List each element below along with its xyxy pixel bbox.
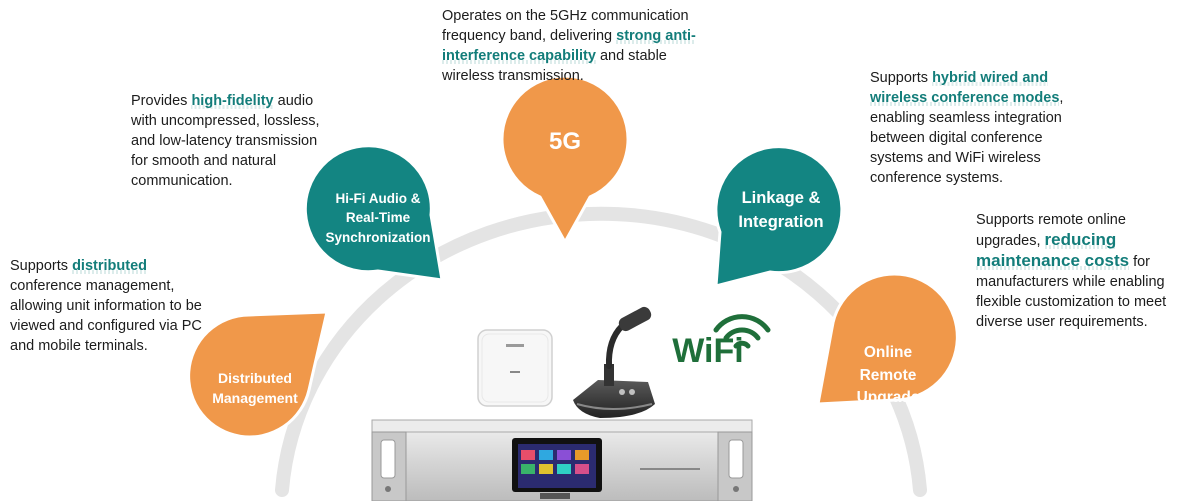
wifi-logo-text: WiFi — [672, 332, 743, 370]
label-line: Management — [212, 390, 298, 406]
label-line: Real-Time — [345, 210, 411, 226]
label-line: Synchronization — [325, 229, 431, 245]
desc-text: Supports — [870, 70, 933, 86]
pin-label-hifi: Hi-Fi Audio & Real-Time Synchronization — [310, 170, 446, 266]
wifi-logo: WiFi — [672, 314, 771, 370]
pin-label-online: Online Remote Upgrade — [826, 328, 950, 424]
label-line: Integration — [738, 213, 824, 231]
desc-text: audio with uncompressed, lossless, and l… — [131, 93, 320, 189]
desc-text: Provides — [131, 93, 192, 109]
desc-text: Supports remote online upgrades, — [976, 212, 1126, 249]
desc-text: and stable wireless transmission. — [442, 48, 667, 84]
access-point-image — [477, 329, 553, 407]
description-hifi: Provides high-fidelity audio with uncomp… — [131, 91, 331, 191]
label-line: Upgrade — [856, 389, 920, 407]
label-line: Remote — [859, 366, 917, 384]
description-distributed: Supports distributed conference manageme… — [10, 256, 210, 356]
pin-label-linkage: Linkage & Integration — [714, 165, 848, 257]
label-line: Online — [863, 344, 913, 362]
label-line: Linkage & — [741, 189, 821, 208]
pin-linkage — [714, 145, 844, 288]
microphone-unit-image — [573, 306, 655, 418]
description-5g: Operates on the 5GHz communication frequ… — [442, 6, 714, 86]
desc-text: , enabling seamless integration between … — [870, 90, 1064, 186]
description-online: Supports remote online upgrades, reducin… — [976, 210, 1188, 332]
pin-online — [816, 272, 959, 406]
pin-label-5g: 5G — [510, 110, 620, 174]
pin-5g — [500, 74, 630, 246]
pin-distributed — [187, 310, 329, 439]
description-linkage: Supports hybrid wired and wireless confe… — [870, 68, 1070, 188]
pin-hifi — [303, 144, 444, 282]
desc-text: conference management, allowing unit inf… — [10, 278, 202, 354]
desc-highlight: high-fidelity — [191, 93, 274, 109]
desc-text: Supports — [10, 258, 73, 274]
pin-label-distributed: Distributed Management — [189, 343, 321, 433]
label-line: 5G — [548, 127, 581, 155]
desc-text: for manufacturers while enabling flexibl… — [976, 254, 1167, 330]
label-line: Distributed — [218, 369, 292, 386]
desc-text: Operates on the 5GHz communication frequ… — [442, 8, 689, 44]
label-line: Hi-Fi Audio & — [335, 190, 421, 206]
desc-highlight: distributed — [72, 258, 147, 274]
host-unit-image — [371, 419, 753, 501]
